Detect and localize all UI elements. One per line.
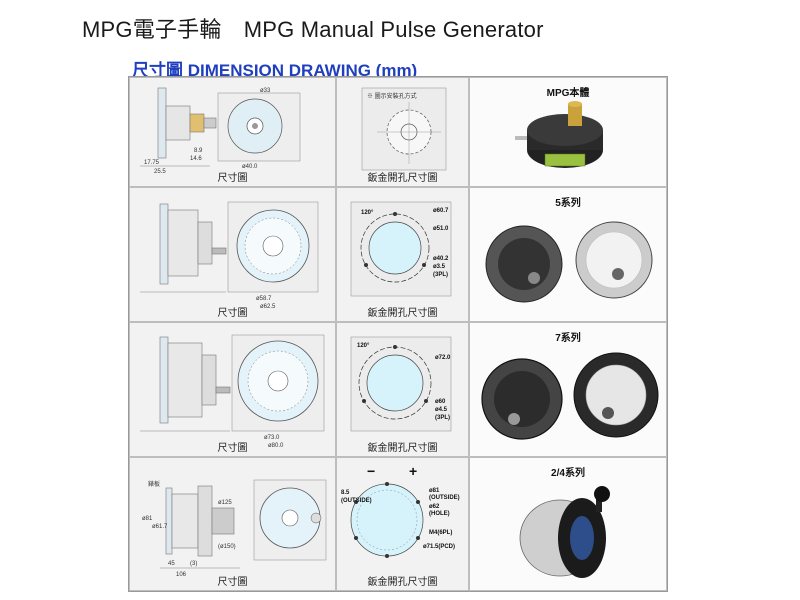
row4-sheet-label-8: (OUTSIDE) bbox=[341, 498, 372, 504]
row1-dimension-cell: 17.75 14.6 25.5 8.9 ø40.0 ø33 尺寸圖 bbox=[129, 77, 336, 187]
row4-sheet-label-6: ø71.5(PCD) bbox=[423, 544, 455, 550]
mpg-body-photo bbox=[515, 101, 603, 168]
row4-sheet-label-4: (HOLE) bbox=[429, 511, 450, 517]
row2-dimension-drawing: ø58.7 ø62.5 bbox=[140, 201, 319, 310]
side-dim-81: ø81 bbox=[142, 516, 153, 522]
row1-sheet-cell: ※ 圖示安裝孔方式 鈑金開孔尺寸圖 bbox=[336, 77, 469, 187]
row4-sheet-caption: 鈑金開孔尺寸圖 bbox=[367, 577, 438, 588]
side-dim-150: (ø150) bbox=[218, 544, 236, 550]
row3-sheet-label-1: ø72.0 bbox=[435, 355, 451, 361]
sheet-plus-mark: + bbox=[409, 463, 417, 479]
row2-front-dim-2: ø62.5 bbox=[260, 304, 276, 310]
row4-dimension-drawing: 錶板 45 (3) 106 ø81 ø61.7 ø125 (ø150) bbox=[142, 479, 327, 578]
row1-photo-cell: MPG本體 bbox=[469, 77, 667, 187]
row4-sheet-label-2: (OUTSIDE) bbox=[429, 495, 460, 501]
row2-sheet-cell: ø60.7 ø51.0 ø40.2 ø3.5 (3PL) 120° 鈑金開孔尺寸… bbox=[336, 187, 469, 322]
row3-dimension-drawing: ø73.0 ø80.0 bbox=[140, 334, 325, 449]
series5-photo bbox=[485, 221, 653, 303]
side-dim-45: 45 bbox=[168, 561, 175, 567]
row3-sheet-label-2: ø60 bbox=[435, 399, 446, 405]
row1-dimension-drawing: 17.75 14.6 25.5 8.9 ø40.0 ø33 bbox=[140, 87, 301, 175]
row4-sheet-label-3: ø62 bbox=[429, 504, 440, 510]
page-title: MPG電子手輪 MPG Manual Pulse Generator bbox=[82, 17, 544, 42]
sheet-label-5: (3PL) bbox=[433, 272, 448, 278]
row2-front-dim-1: ø58.7 bbox=[256, 296, 272, 302]
series5-title: 5系列 bbox=[555, 198, 581, 209]
row4-dimension-cell: 錶板 45 (3) 106 ø81 ø61.7 ø125 (ø150) 尺寸圖 bbox=[129, 457, 336, 591]
side-dim-2: 14.6 bbox=[190, 156, 202, 162]
row2-sheet-caption: 鈑金開孔尺寸圖 bbox=[367, 308, 438, 319]
sheet-label-3: ø40.2 bbox=[433, 256, 449, 262]
series24-photo bbox=[519, 486, 610, 578]
row4-sheet-label-7: 8.5 bbox=[341, 490, 350, 496]
row2-dimension-cell: ø58.7 ø62.5 尺寸圖 bbox=[129, 187, 336, 322]
row2-sheet-drawing: ø60.7 ø51.0 ø40.2 ø3.5 (3PL) 120° bbox=[350, 201, 452, 297]
sheet-note: ※ 圖示安裝孔方式 bbox=[367, 92, 417, 100]
row3-sheet-drawing: ø72.0 ø60 ø4.5 (3PL) 120° bbox=[350, 336, 452, 432]
series24-title: 2/4系列 bbox=[551, 468, 585, 479]
row3-dimension-caption: 尺寸圖 bbox=[217, 443, 248, 454]
row1-dimension-caption: 尺寸圖 bbox=[217, 173, 248, 184]
row1-sheet-caption: 鈑金開孔尺寸圖 bbox=[367, 173, 438, 184]
series7-photo bbox=[481, 352, 659, 440]
side-dim-61: ø61.7 bbox=[152, 524, 168, 530]
sheet-label-1: ø60.7 bbox=[433, 208, 449, 214]
sheet-label-4: ø3.5 bbox=[433, 264, 446, 270]
row3-front-dim-1: ø73.0 bbox=[264, 435, 280, 441]
side-dim-3: (3) bbox=[190, 561, 197, 567]
side-dim-4: 8.9 bbox=[194, 148, 203, 154]
row4-sheet-label-5: M4(6PL) bbox=[429, 530, 452, 536]
row4-dimension-caption: 尺寸圖 bbox=[217, 577, 248, 588]
sheet-minus-mark: − bbox=[367, 463, 375, 479]
dimension-table: 17.75 14.6 25.5 8.9 ø40.0 ø33 尺寸圖 ※ 圖示安裝… bbox=[128, 76, 668, 592]
side-dim-3: 25.5 bbox=[154, 169, 166, 175]
sheet-label-2: ø51.0 bbox=[433, 226, 449, 232]
row3-sheet-label-4: (3PL) bbox=[435, 415, 450, 421]
row3-sheet-caption: 鈑金開孔尺寸圖 bbox=[367, 443, 438, 454]
panel-note: 錶板 bbox=[148, 480, 160, 488]
row3-photo-cell: 7系列 bbox=[469, 322, 667, 457]
row4-sheet-label-1: ø81 bbox=[429, 488, 440, 494]
row3-sheet-label-5: 120° bbox=[357, 343, 370, 349]
row3-front-dim-2: ø80.0 bbox=[268, 443, 284, 449]
series7-title: 7系列 bbox=[555, 333, 581, 344]
row3-sheet-cell: ø72.0 ø60 ø4.5 (3PL) 120° 鈑金開孔尺寸圖 bbox=[336, 322, 469, 457]
side-dim-106: 106 bbox=[176, 572, 187, 578]
section-subtitle: 尺寸圖 DIMENSION DRAWING (mm) bbox=[132, 61, 418, 80]
row2-photo-cell: 5系列 bbox=[469, 187, 667, 322]
side-dim-125: ø125 bbox=[218, 500, 232, 506]
row4-photo-cell: 2/4系列 bbox=[469, 457, 667, 591]
row4-sheet-cell: − + ø81 (OUTSIDE) ø62 (HOLE) M4(6PL) ø71… bbox=[336, 457, 469, 591]
front-dim-1: ø40.0 bbox=[242, 164, 258, 170]
sheet-label-6: 120° bbox=[361, 210, 374, 216]
side-dim-1: 17.75 bbox=[144, 160, 160, 166]
front-dim-2: ø33 bbox=[260, 88, 271, 94]
row4-sheet-drawing: − + ø81 (OUTSIDE) ø62 (HOLE) M4(6PL) ø71… bbox=[341, 463, 460, 558]
row1-sheet-drawing: ※ 圖示安裝孔方式 bbox=[361, 87, 447, 171]
row3-sheet-label-3: ø4.5 bbox=[435, 407, 448, 413]
row3-dimension-cell: ø73.0 ø80.0 尺寸圖 bbox=[129, 322, 336, 457]
mpg-body-title: MPG本體 bbox=[546, 88, 590, 99]
row2-dimension-caption: 尺寸圖 bbox=[217, 308, 248, 319]
